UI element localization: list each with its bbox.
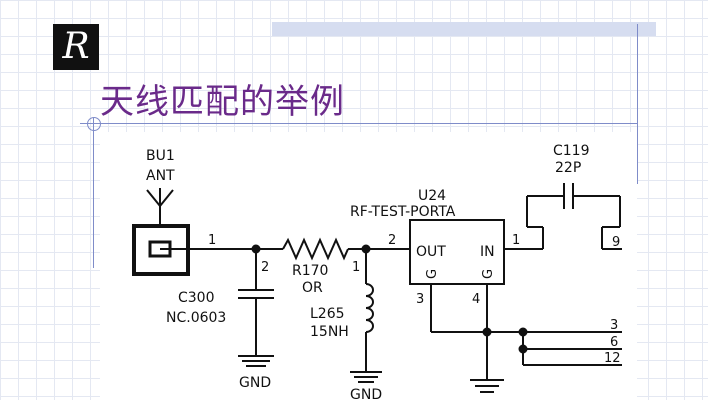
u24-g2-label: G [481, 269, 496, 279]
logo: R [53, 24, 99, 70]
u24-out-label: OUT [416, 244, 446, 260]
antenna-symbol [132, 188, 190, 276]
u24-pin-g2: 4 [472, 292, 480, 307]
antenna-ref: BU1 [146, 148, 175, 164]
u24-pin-g1: 3 [416, 292, 424, 307]
slide-title: 天线匹配的举例 [100, 82, 345, 122]
c119-pin: 9 [612, 235, 620, 250]
u24-symbol [409, 219, 505, 285]
c119-ref: C119 [553, 143, 590, 159]
l265-symbol [350, 249, 382, 383]
gnd-label-2: GND [350, 387, 382, 400]
u24-g1-label: G [425, 269, 440, 279]
u24-pin-in: 1 [512, 233, 520, 248]
right-pin-3: 3 [610, 318, 618, 333]
l265-pin: 1 [352, 260, 360, 275]
header-band [272, 22, 656, 36]
antenna-label: ANT [146, 168, 175, 184]
c119-value: 22P [555, 160, 581, 176]
c300-symbol [238, 249, 274, 367]
title-underline [80, 123, 638, 124]
u24-pin-out: 2 [388, 233, 396, 248]
c300-ref: C300 [178, 290, 215, 306]
junction [518, 327, 528, 337]
c300-value: NC.0603 [166, 310, 226, 326]
u24-ref: U24 [418, 188, 446, 204]
c119-symbol [526, 183, 622, 250]
right-pin-6: 6 [610, 335, 618, 350]
l265-ref: L265 [310, 306, 345, 322]
gnd-label-1: GND [239, 375, 271, 391]
r170-symbol [282, 237, 349, 261]
decor-vertical-right [637, 24, 638, 184]
u24-name: RF-TEST-PORTA [350, 204, 456, 220]
r170-value: OR [302, 280, 323, 296]
antenna-pin: 1 [208, 233, 216, 248]
u24-in-label: IN [480, 244, 495, 260]
r170-ref: R170 [292, 263, 328, 279]
c300-pin: 2 [261, 260, 269, 275]
right-pin-12: 12 [604, 351, 621, 366]
crosshair-icon [87, 117, 101, 131]
decor-vertical-left [93, 118, 94, 268]
l265-value: 15NH [310, 324, 349, 340]
